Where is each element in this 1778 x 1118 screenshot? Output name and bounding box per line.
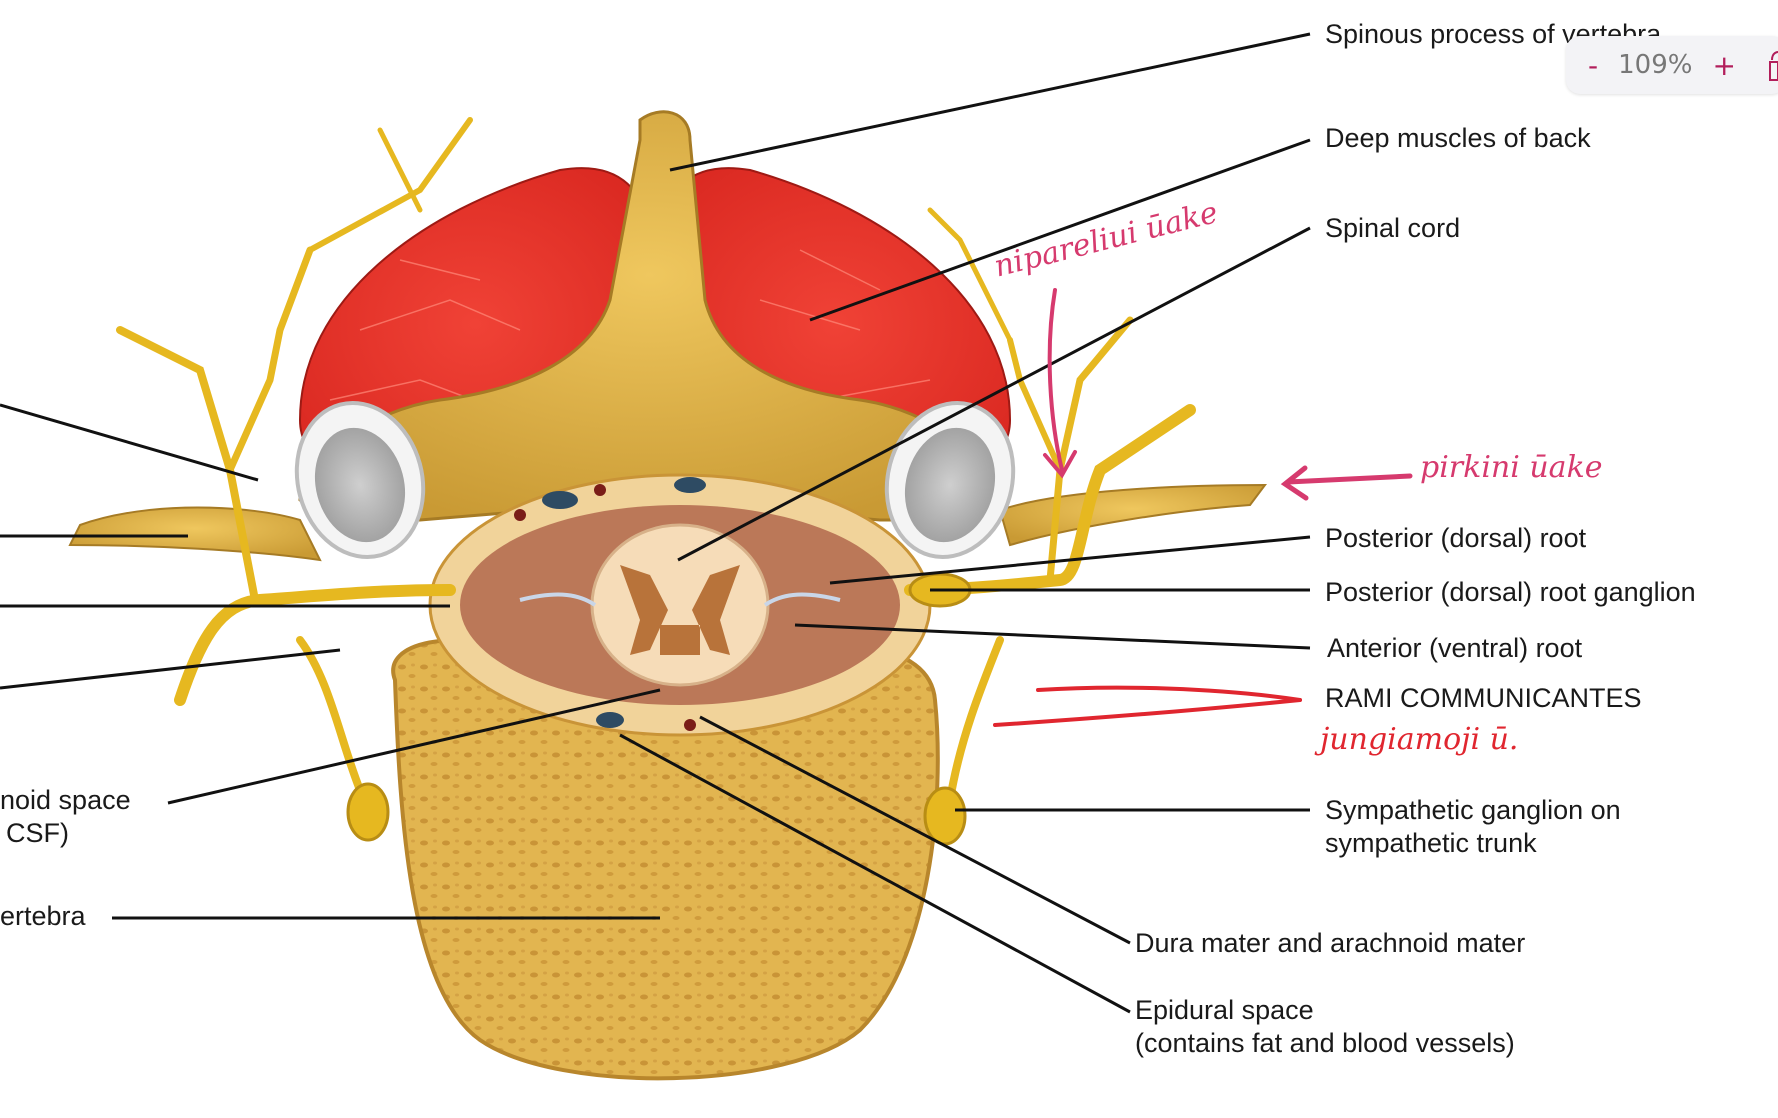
zoom-out-button[interactable]: - <box>1588 48 1599 82</box>
label-epidural-line2: (contains fat and blood vessels) <box>1135 1028 1515 1058</box>
sympathetic-ganglion-left <box>346 782 390 842</box>
label-subarachnoid-line1: noid space <box>0 785 131 815</box>
label-rami-communicantes: RAMI COMMUNICANTES <box>1325 683 1642 713</box>
label-subarachnoid-line2: CSF) <box>6 818 69 848</box>
spinal-cord <box>519 523 841 687</box>
lock-icon[interactable] <box>1768 46 1778 82</box>
label-posterior-root-ganglion: Posterior (dorsal) root ganglion <box>1325 577 1696 607</box>
label-posterior-root: Posterior (dorsal) root <box>1325 523 1587 553</box>
label-anterior-root: Anterior (ventral) root <box>1327 633 1583 663</box>
vertebral-arch <box>68 110 1268 562</box>
handwritten-note-right: pirkini ūake <box>1420 450 1603 485</box>
label-spinal-cord: Spinal cord <box>1325 213 1461 243</box>
label-epidural-space: Epidural space (contains fat and blood v… <box>1135 994 1515 1060</box>
label-sympathetic-ganglion-line2: sympathetic trunk <box>1325 828 1537 858</box>
zoom-level: 109% <box>1618 50 1693 80</box>
zoom-control: - 109% + <box>1566 36 1778 94</box>
handwriting-strokes <box>993 288 1413 727</box>
label-sympathetic-ganglion-line1: Sympathetic ganglion on <box>1325 795 1621 825</box>
sympathetic-ganglion-right <box>923 786 967 846</box>
label-sympathetic-ganglion: Sympathetic ganglion on sympathetic trun… <box>1325 794 1621 860</box>
label-deep-muscles: Deep muscles of back <box>1325 123 1591 153</box>
leader-lines <box>0 32 1311 1014</box>
label-epidural-line1: Epidural space <box>1135 995 1314 1025</box>
label-subarachnoid-space: noid space CSF) <box>0 784 131 850</box>
handwritten-note-rami: jungiamoji ū. <box>1320 722 1519 757</box>
articular-facets <box>294 400 1016 560</box>
zoom-in-button[interactable]: + <box>1712 48 1736 82</box>
label-vertebra-body: ertebra <box>0 901 86 931</box>
label-dura-mater: Dura mater and arachnoid mater <box>1135 928 1526 958</box>
